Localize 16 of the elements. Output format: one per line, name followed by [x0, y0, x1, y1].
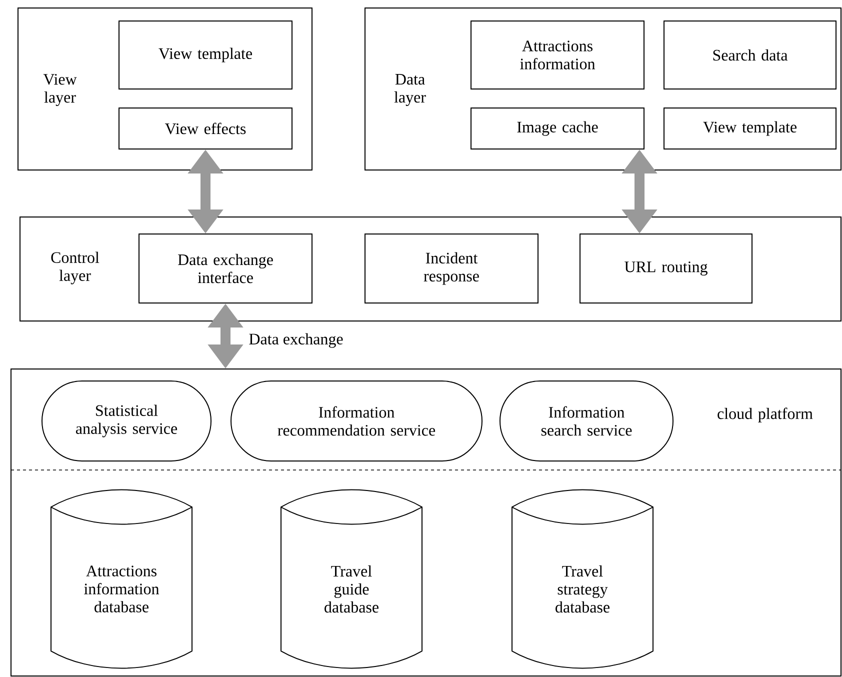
module-box: View template	[118, 20, 292, 90]
database-cylinder: Travel strategy database	[512, 489, 654, 669]
module-box: View effects	[118, 108, 292, 150]
module-box: Image cache	[470, 108, 644, 150]
module-box: Incident response	[364, 234, 538, 304]
module-box: URL routing	[580, 234, 752, 304]
service-pill: Information search service	[500, 380, 674, 462]
module-box: View template	[664, 108, 837, 150]
service-pill: Information recommendation service	[230, 380, 482, 462]
module-box: Attractions information	[470, 20, 644, 90]
module-box: Search data	[664, 20, 837, 90]
edge-label: Data exchange	[248, 332, 344, 349]
database-cylinder: Travel guide database	[280, 489, 422, 669]
service-pill: Statistical analysis service	[42, 380, 212, 462]
database-cylinder: Attractions information database	[50, 489, 192, 669]
module-box: Data exchange interface	[138, 234, 312, 304]
